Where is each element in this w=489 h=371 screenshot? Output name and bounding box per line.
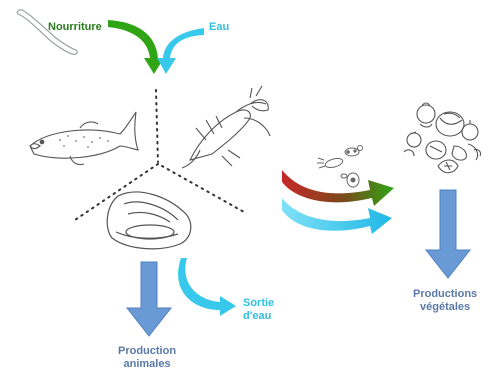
nutrient-flow-arrow xyxy=(282,170,394,206)
water-out-label: Sortie d'eau xyxy=(243,297,274,323)
dotted-separators xyxy=(72,90,244,222)
vegetables-icon xyxy=(404,103,481,173)
water-outflow-arrow xyxy=(178,258,236,316)
water-out-label-line2: d'eau xyxy=(243,310,274,323)
plant-production-arrow xyxy=(426,190,470,278)
trout-icon xyxy=(30,112,138,165)
mussel-icon xyxy=(107,192,191,249)
animal-production-arrow xyxy=(127,262,171,336)
food-label: Nourriture xyxy=(48,21,102,34)
water-label: Eau xyxy=(209,21,229,34)
plant-production-line1: Productions xyxy=(413,288,477,301)
food-inflow-arrow xyxy=(108,20,164,74)
microorganisms-icon xyxy=(317,146,363,188)
plant-production-label: Productions végétales xyxy=(413,288,477,314)
water-inflow-arrow xyxy=(157,28,204,74)
animal-production-line1: Production xyxy=(118,345,176,358)
animal-production-label: Production animales xyxy=(118,345,176,371)
crayfish-icon xyxy=(182,86,270,168)
plant-production-line2: végétales xyxy=(413,301,477,314)
water-out-label-line1: Sortie xyxy=(243,297,274,310)
animal-production-line2: animales xyxy=(118,358,176,371)
